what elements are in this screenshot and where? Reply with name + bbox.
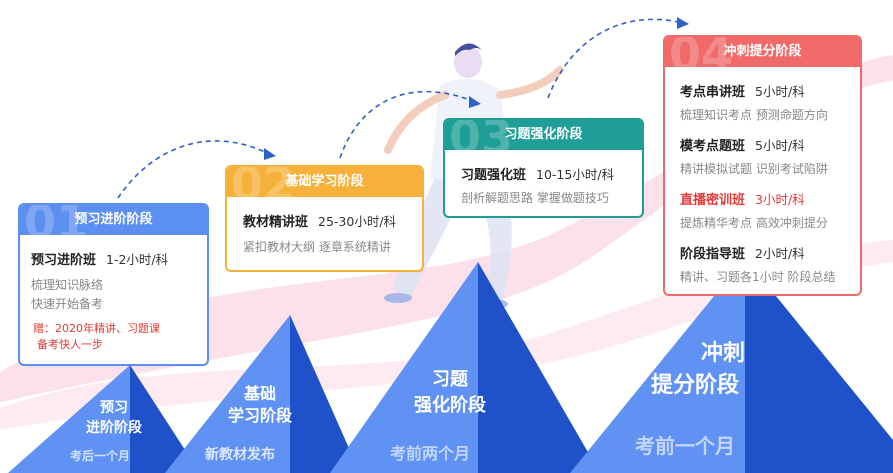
pyramid-1-subtitle: 考后一个月 xyxy=(69,449,130,463)
course-row: 考点串讲班 5小时/科 xyxy=(680,81,860,100)
pyramid-3 xyxy=(330,262,600,473)
course-row: 习题强化班 10-15小时/科 xyxy=(461,164,642,183)
stage-card-exercise: 03 习题强化阶段 习题强化班 10-15小时/科 剖析解题思路 掌握做题技巧 xyxy=(443,118,644,218)
course-hours: 10-15小时/科 xyxy=(536,167,615,182)
course-name: 模考点题班 xyxy=(680,139,746,154)
bonus-line: 备考快人一步 xyxy=(37,338,103,351)
course-hours: 5小时/科 xyxy=(755,138,805,153)
stage-card-foundation: 02 基础学习阶段 教材精讲班 25-30小时/科 紧扣教材大纲 逐章系统精讲 xyxy=(225,165,424,272)
card-body: 预习进阶班 1-2小时/科 梳理知识脉络 快速开始备考 赠：2020年精讲、习题… xyxy=(20,235,207,353)
course-row: 预习进阶班 1-2小时/科 xyxy=(31,249,207,268)
stage-card-sprint: 04 冲刺提分阶段 考点串讲班 5小时/科 梳理知识考点 预测命题方向 模考点题… xyxy=(663,35,862,296)
pyramid-3-title: 习题 强化阶段 xyxy=(385,367,515,419)
pink-ribbon-secondary xyxy=(0,240,893,430)
card-body: 教材精讲班 25-30小时/科 紧扣教材大纲 逐章系统精讲 xyxy=(227,197,422,255)
pink-ribbon xyxy=(0,55,893,402)
course-block: 模考点题班 5小时/科 精讲模拟试题 识别考试陷阱 xyxy=(680,135,860,177)
stage-card-header: 04 冲刺提分阶段 xyxy=(665,37,860,67)
pyramid-2 xyxy=(165,315,360,473)
course-row: 教材精讲班 25-30小时/科 xyxy=(243,211,422,230)
pyramid-2-title-line2: 学习阶段 xyxy=(227,406,292,425)
step-number-watermark: 03 xyxy=(449,120,514,150)
arrow-head-icon xyxy=(677,17,689,29)
course-hours: 2小时/科 xyxy=(755,246,805,261)
pyramid-4-title: 冲刺 提分阶段 xyxy=(625,338,765,402)
arrow-head-icon xyxy=(264,148,276,160)
bonus-note: 赠：2020年精讲、习题课 备考快人一步 xyxy=(31,321,207,353)
dashed-arrow-icon xyxy=(339,90,471,159)
arrow-head-icon xyxy=(469,96,481,108)
stage-title: 预习进阶阶段 xyxy=(74,212,153,227)
course-block: 阶段指导班 2小时/科 精讲、习题各1小时 阶段总结 xyxy=(680,243,860,285)
pyramid-4 xyxy=(570,258,893,473)
course-name: 阶段指导班 xyxy=(680,247,746,262)
course-name: 习题强化班 xyxy=(461,168,527,183)
course-desc: 紧扣教材大纲 逐章系统精讲 xyxy=(243,240,391,254)
course-name: 直播密训班 xyxy=(680,193,746,208)
dashed-arrow-icon xyxy=(117,140,266,199)
stage-title: 习题强化阶段 xyxy=(504,127,583,142)
pyramid-1 xyxy=(8,365,200,473)
card-body: 考点串讲班 5小时/科 梳理知识考点 预测命题方向 模考点题班 5小时/科 精讲… xyxy=(665,67,860,285)
course-desc: 梳理知识脉络 xyxy=(31,278,104,292)
course-hours: 1-2小时/科 xyxy=(106,252,169,267)
course-desc: 精讲模拟试题 识别考试陷阱 xyxy=(680,162,828,176)
pyramid-1-title-line1: 预习 xyxy=(100,400,128,416)
step-number-watermark: 01 xyxy=(24,205,89,235)
pyramid-3-subtitle: 考前两个月 xyxy=(389,444,470,463)
course-hours: 3小时/科 xyxy=(755,192,805,207)
course-name: 预习进阶班 xyxy=(31,253,97,268)
step-number-watermark: 02 xyxy=(231,167,296,197)
stage-title: 基础学习阶段 xyxy=(285,174,364,189)
course-desc: 剖析解题思路 掌握做题技巧 xyxy=(461,191,609,205)
stage-card-preview: 01 预习进阶阶段 预习进阶班 1-2小时/科 梳理知识脉络 快速开始备考 赠：… xyxy=(18,203,209,366)
course-desc: 提炼精华考点 高效冲刺提分 xyxy=(680,216,828,230)
pyramid-3-title-line1: 习题 xyxy=(432,369,468,390)
stage-title: 冲刺提分阶段 xyxy=(723,44,802,59)
stage-card-header: 02 基础学习阶段 xyxy=(227,167,422,197)
course-hours: 25-30小时/科 xyxy=(318,214,397,229)
course-row: 模考点题班 5小时/科 xyxy=(680,135,860,154)
course-desc: 梳理知识考点 预测命题方向 xyxy=(680,108,828,122)
step-number-watermark: 04 xyxy=(669,37,734,67)
pyramid-1-title: 预习 进阶阶段 xyxy=(62,398,166,438)
dashed-arrow-icon xyxy=(547,18,679,99)
pyramid-2-title-line1: 基础 xyxy=(243,384,276,403)
course-name: 教材精讲班 xyxy=(243,215,309,230)
course-desc: 精讲、习题各1小时 阶段总结 xyxy=(680,270,836,284)
bonus-line: 赠：2020年精讲、习题课 xyxy=(33,322,160,335)
course-desc: 快速开始备考 xyxy=(31,297,104,311)
pyramid-4-subtitle: 考前一个月 xyxy=(635,434,735,458)
pyramid-3-title-line2: 强化阶段 xyxy=(414,395,486,416)
stage-card-header: 01 预习进阶阶段 xyxy=(20,205,207,235)
course-row: 直播密训班 3小时/科 xyxy=(680,189,860,208)
pyramid-2-subtitle: 新教材发布 xyxy=(205,447,275,463)
pyramid-4-title-line2: 提分阶段 xyxy=(650,373,739,398)
pyramid-2-title: 基础 学习阶段 xyxy=(200,383,320,427)
course-row: 阶段指导班 2小时/科 xyxy=(680,243,860,262)
pyramid-4-title-line1: 冲刺 xyxy=(700,341,745,366)
course-block: 考点串讲班 5小时/科 梳理知识考点 预测命题方向 xyxy=(680,81,860,123)
stage-card-header: 03 习题强化阶段 xyxy=(445,120,642,150)
course-block-highlight: 直播密训班 3小时/科 提炼精华考点 高效冲刺提分 xyxy=(680,189,860,231)
course-hours: 5小时/科 xyxy=(755,84,805,99)
card-body: 习题强化班 10-15小时/科 剖析解题思路 掌握做题技巧 xyxy=(445,150,642,206)
pyramid-1-title-line2: 进阶阶段 xyxy=(86,420,142,436)
course-name: 考点串讲班 xyxy=(680,85,746,100)
